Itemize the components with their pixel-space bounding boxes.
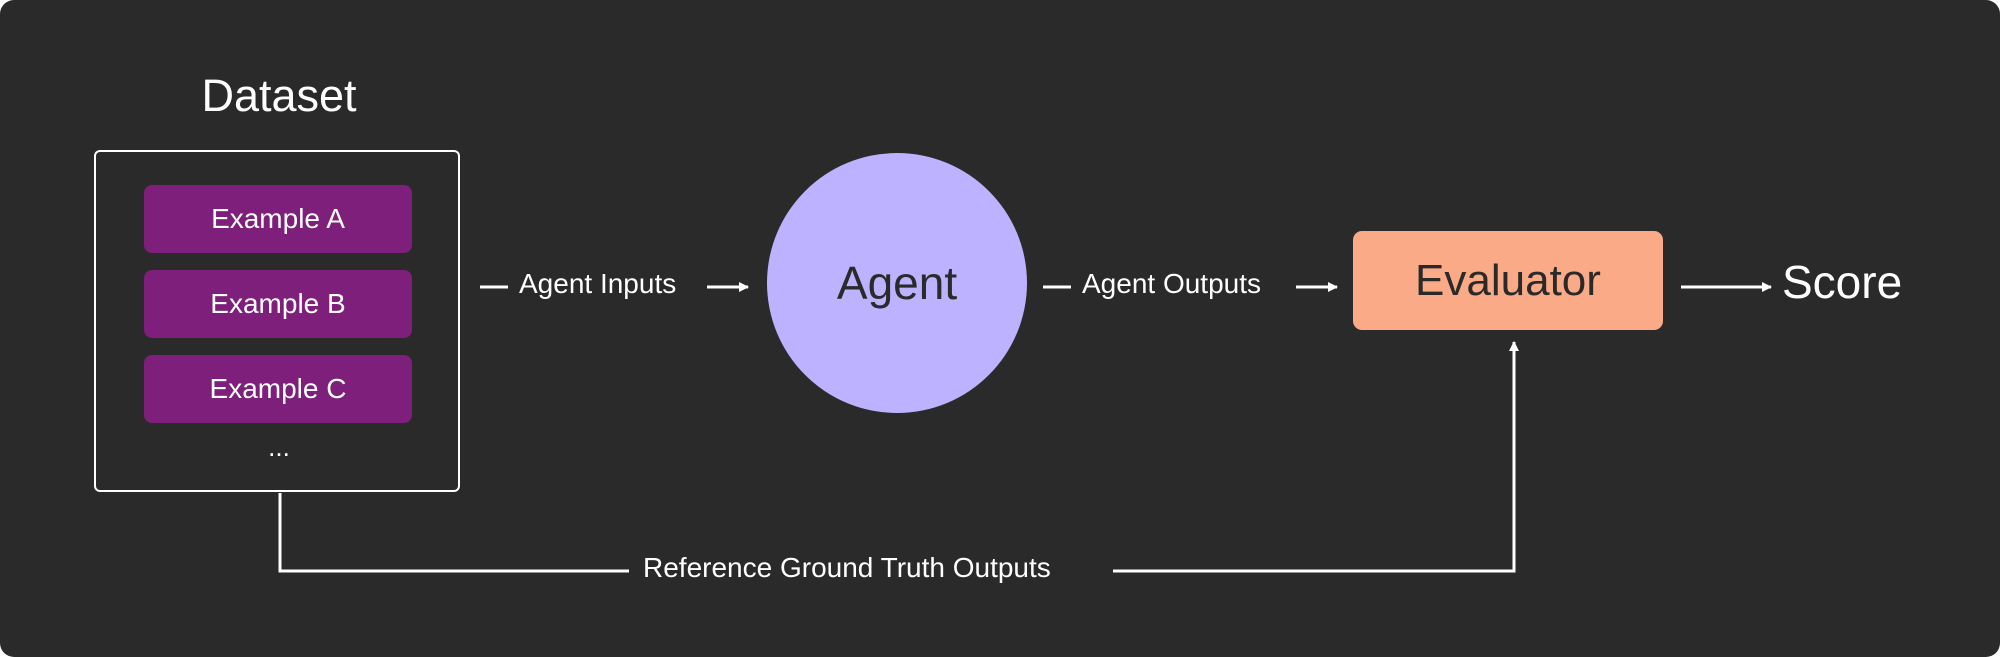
agent-outputs-label: Agent Outputs — [1082, 268, 1262, 299]
score-label: Score — [1782, 256, 1903, 308]
example-c: Example C — [144, 355, 412, 423]
agent-inputs-label: Agent Inputs — [519, 268, 677, 299]
reference-arrow-right — [1113, 341, 1519, 573]
ellipsis: ... — [268, 432, 290, 462]
example-b: Example B — [144, 270, 412, 338]
dataset-box — [94, 150, 460, 492]
evaluator-node: Evaluator — [1353, 231, 1663, 330]
agent-label: Agent — [836, 257, 958, 309]
example-a: Example A — [144, 185, 412, 253]
agent-node: Agent — [767, 153, 1027, 413]
reference-label: Reference Ground Truth Outputs — [643, 552, 1051, 583]
reference-line-left — [278, 493, 629, 573]
dataset-title: Dataset — [201, 70, 357, 121]
evaluator-label: Evaluator — [1415, 255, 1601, 305]
